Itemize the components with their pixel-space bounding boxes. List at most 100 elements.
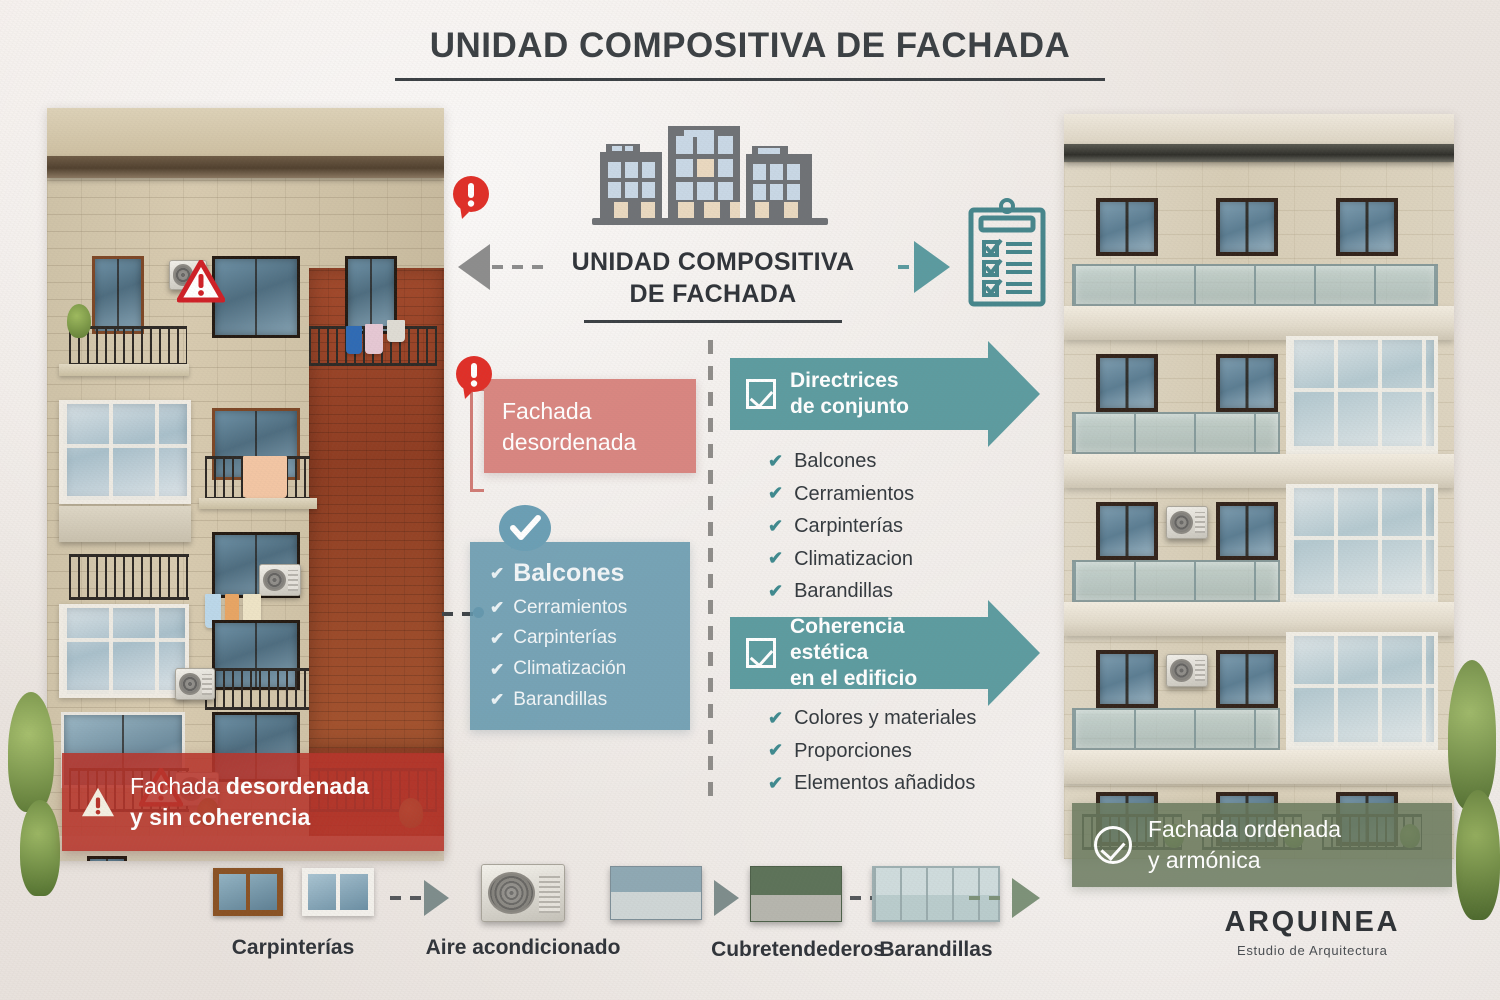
list-item-label: Cerramientos	[794, 482, 915, 505]
awning-icon	[610, 866, 702, 920]
arrow-head	[988, 341, 1040, 447]
center-divider	[584, 320, 842, 323]
element-label: Cubretendederos	[711, 938, 885, 961]
card-heading-line-2: de conjunto	[790, 395, 909, 418]
glass-railing	[1072, 412, 1280, 454]
list-item: ✔ Cerramientos	[768, 478, 914, 511]
list-item-label: Balcones	[794, 450, 877, 472]
arrow-right-icon	[914, 241, 950, 293]
center-label-line-1: UNIDAD COMPOSITIVA	[571, 248, 855, 276]
balcony-railing	[205, 668, 309, 710]
brand-logo: ARQUINEA Estudio de Arquitectura	[1225, 906, 1400, 958]
glazed-enclosure	[59, 400, 191, 504]
ac-fins	[202, 673, 213, 695]
logo-brand: ARQUINEA	[1224, 906, 1400, 938]
list-item-label: Climatización	[513, 658, 627, 680]
hanging-laundry	[346, 326, 362, 354]
check-icon: ✔	[490, 659, 505, 679]
element-label: Barandillas	[879, 938, 993, 961]
ordered-facade-photo	[1064, 114, 1454, 859]
banner-line-2-bold: y sin coherencia	[130, 804, 311, 830]
page-title-block: UNIDAD COMPOSITIVA DE FACHADA	[0, 26, 1500, 81]
banner-line-2: y sin coherencia	[130, 802, 369, 833]
card-heading-line-1: Directrices	[790, 368, 899, 392]
card-heading: Directrices de conjunto	[790, 368, 909, 421]
center-label-line-2: DE FACHADA	[629, 280, 797, 308]
list-item-label: Proporciones	[794, 739, 912, 762]
cornice	[47, 156, 444, 178]
window	[1096, 502, 1158, 560]
awning	[59, 506, 191, 542]
card-heading-line-2: en el edificio	[790, 667, 918, 691]
list-item-label: Elementos añadidos	[794, 772, 976, 795]
card-heading-line-1: Coherencia estética	[790, 614, 905, 664]
air-conditioner-icon	[481, 864, 565, 922]
laundry-cover-icon	[750, 866, 842, 922]
vertical-divider	[708, 340, 713, 808]
arrow-right-icon	[424, 880, 449, 916]
glazed-enclosure	[1286, 484, 1438, 602]
card-text: Fachada desordenada	[502, 396, 636, 458]
banner-line-1: Fachada ordenada	[1148, 816, 1342, 843]
card-line-1: Fachada	[502, 398, 592, 424]
glass-railing	[1072, 560, 1280, 602]
hanging-laundry	[243, 456, 287, 498]
window	[92, 256, 144, 334]
banner-text: Fachada desordenada y sin coherencia	[130, 771, 369, 832]
window	[1096, 354, 1158, 412]
exclamation-badge-icon	[456, 356, 492, 399]
balcony-plant	[67, 304, 91, 338]
glazed-enclosure	[1286, 632, 1438, 750]
ac-fins	[538, 873, 560, 913]
dashed-connector-left	[492, 265, 544, 269]
list-item: ✔Balcones	[768, 445, 914, 478]
hanging-laundry	[243, 594, 261, 626]
ac-grille	[1169, 510, 1193, 535]
dashed-connector	[850, 896, 872, 900]
check-bubble-icon	[499, 505, 551, 551]
ac-grille	[487, 871, 536, 915]
list-item-label: Balcones	[513, 559, 625, 587]
window-frame-icon	[213, 868, 283, 916]
directrices-list: ✔Balcones ✔ Cerramientos ✔ Carpinterías ✔ C…	[768, 445, 914, 608]
list-item: ✔ Climatización	[490, 654, 627, 685]
list-item: ✔ Cerramientos	[490, 593, 627, 624]
page-title: UNIDAD COMPOSITIVA DE FACHADA	[429, 26, 1071, 65]
arrow-head	[988, 600, 1040, 706]
window	[1336, 198, 1398, 256]
ac-fins	[1194, 511, 1205, 534]
card-heading: Coherencia estética en el edificio	[790, 614, 988, 693]
list-item-label: Cerramientos	[513, 596, 628, 618]
window	[1096, 198, 1158, 256]
card-coherencia-estetica[interactable]: Coherencia estética en el edificio	[730, 600, 1040, 706]
street-shrub	[20, 800, 60, 896]
list-item-label: Carpinterías	[794, 515, 904, 538]
floor-slab	[1064, 602, 1454, 636]
card-body: Directrices de conjunto	[730, 358, 988, 430]
list-item: ✔Barandillas	[768, 575, 914, 608]
floor-slab	[1064, 306, 1454, 340]
arrow-left-icon	[458, 244, 490, 290]
air-conditioner-unit	[1166, 506, 1208, 539]
list-item-label: Carpinterías	[513, 627, 617, 649]
window	[212, 256, 300, 338]
check-icon: ✔	[490, 598, 505, 618]
check-icon: ✔	[490, 628, 505, 648]
window	[1096, 650, 1158, 708]
card-balcones-checklist[interactable]: ✔ Balcones ✔ Cerramientos ✔ Carpinterías ✔ C…	[470, 542, 690, 730]
check-icon: ✔	[768, 515, 784, 536]
banner-line-1-light: Fachada	[130, 773, 226, 800]
glass-railing	[1072, 708, 1280, 750]
list-item-label: Climatizacion	[794, 547, 914, 570]
card-directrices-de-conjunto[interactable]: Directrices de conjunto	[730, 341, 1040, 447]
air-conditioner-unit	[1166, 654, 1208, 687]
card-fachada-desordenada[interactable]: Fachada desordenada	[484, 379, 696, 473]
glass-railing	[1072, 264, 1438, 306]
window	[1216, 650, 1278, 708]
warning-triangle-icon	[177, 260, 225, 303]
street-shrub	[1448, 660, 1496, 810]
check-icon: ✔	[768, 483, 784, 504]
list-item-label: Colores y materiales	[794, 707, 977, 729]
warning-triangle-icon	[82, 787, 114, 817]
